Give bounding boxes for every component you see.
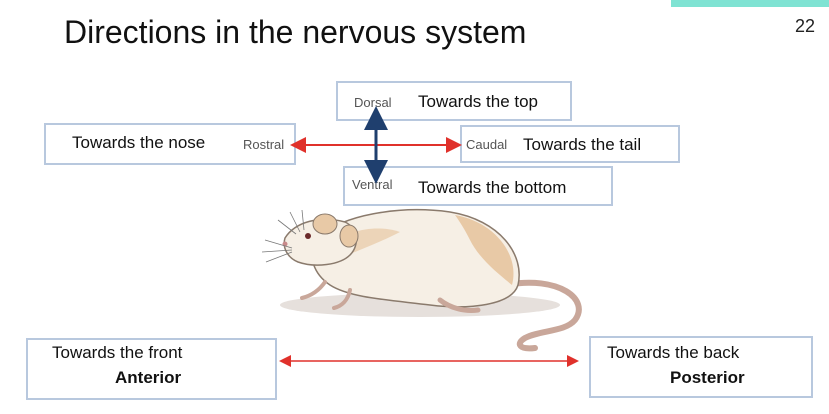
- towards-nose-text: Towards the nose: [72, 133, 206, 152]
- caudal-box: [460, 125, 680, 163]
- posterior-term: Posterior: [670, 368, 745, 387]
- rostral-box: [44, 123, 296, 165]
- towards-bottom-text: Towards the bottom: [418, 178, 567, 197]
- anterior-term: Anterior: [115, 368, 182, 387]
- rat-illustration: [261, 209, 582, 352]
- anterior-box: [26, 338, 277, 400]
- ventral-box: [343, 166, 613, 206]
- top-accent-bar: [671, 0, 829, 7]
- posterior-box: [589, 336, 813, 398]
- rostral-label: Rostral: [243, 137, 285, 152]
- page-number: 22: [795, 16, 816, 36]
- towards-back-text: Towards the back: [607, 343, 740, 362]
- towards-top-text: Towards the top: [418, 92, 539, 111]
- towards-front-text: Towards the front: [52, 343, 183, 362]
- slide-title: Directions in the nervous system: [64, 14, 527, 50]
- towards-tail-text: Towards the tail: [523, 135, 642, 154]
- caudal-label: Caudal: [466, 137, 508, 152]
